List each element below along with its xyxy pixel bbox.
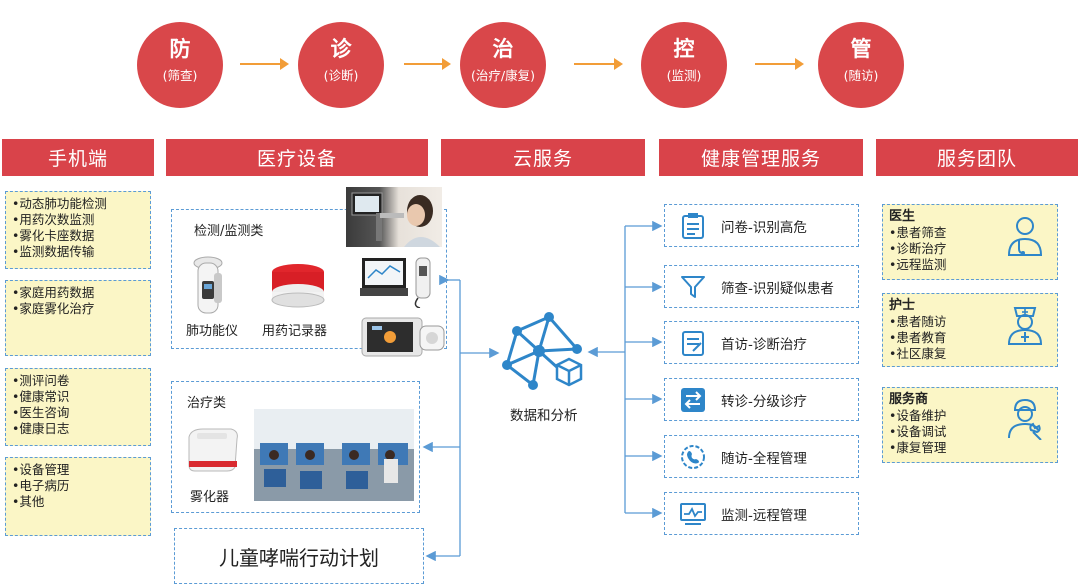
list-item: •测评问卷: [12, 373, 70, 388]
list-item: •监测数据传输: [12, 244, 95, 259]
transfer-icon: [665, 387, 721, 413]
monitor-icon: [665, 502, 721, 526]
list-item: •医生咨询: [12, 405, 70, 420]
service-label: 首访-诊断治疗: [721, 336, 807, 353]
phone-group-management: •设备管理 •电子病历 •其他: [5, 457, 151, 536]
asthma-action-plan-label: 儿童哮喘行动计划: [219, 545, 379, 570]
service-label: 问卷-识别高危: [721, 219, 807, 236]
flow-arrow: [574, 58, 623, 70]
header-team: 服务团队: [876, 139, 1078, 176]
team-title: 护士: [889, 298, 916, 313]
treatment-devices-title: 治疗类: [187, 396, 227, 411]
list-item: •患者筛查: [889, 225, 947, 240]
step-main-label: 治: [492, 37, 514, 61]
list-item: •用药次数监测: [12, 212, 95, 227]
header-phone: 手机端: [2, 139, 154, 176]
list-item: •诊断治疗: [889, 241, 947, 256]
nebulizer-label: 雾化器: [190, 490, 230, 505]
medication-recorder-device: [268, 262, 328, 314]
flow-arrow: [755, 58, 804, 70]
team-title: 服务商: [889, 392, 929, 407]
list-item: •其他: [12, 494, 45, 509]
step-diagnose-circle: 诊 (诊断): [298, 22, 384, 108]
header-device: 医疗设备: [166, 139, 428, 176]
list-item: •设备维护: [889, 408, 947, 423]
team-title: 医生: [889, 209, 916, 224]
step-sub-label: (诊断): [323, 68, 359, 83]
service-screening: 筛查-识别疑似患者: [664, 265, 859, 308]
list-item: •动态肺功能检测: [12, 196, 107, 211]
service-label: 监测-远程管理: [721, 507, 807, 524]
clipboard-icon: [665, 329, 721, 357]
spirometer-device: [190, 255, 230, 321]
doctor-icon: [1005, 213, 1045, 261]
list-item: •家庭雾化治疗: [12, 301, 95, 316]
service-followup: 随访-全程管理: [664, 435, 859, 478]
service-monitoring: 监测-远程管理: [664, 492, 859, 535]
spirometer-label: 肺功能仪: [186, 324, 239, 339]
header-health: 健康管理服务: [659, 139, 863, 176]
list-item: •设备管理: [12, 462, 70, 477]
service-label: 转诊-分级诊疗: [721, 393, 807, 410]
phone-followup-icon: [665, 444, 721, 470]
flow-arrow: [240, 58, 289, 70]
step-sub-label: (治疗/康复): [471, 68, 535, 83]
list-item: •电子病历: [12, 478, 70, 493]
nurse-icon: [1005, 302, 1045, 350]
team-doctor: 医生 •患者筛查 •诊断治疗 •远程监测: [882, 204, 1058, 280]
step-treat-circle: 治 (治疗/康复): [460, 22, 546, 108]
list-item: •康复管理: [889, 440, 947, 455]
service-referral: 转诊-分级诊疗: [664, 378, 859, 421]
monitoring-devices-title: 检测/监测类: [194, 224, 264, 239]
team-service-provider: 服务商 •设备维护 •设备调试 •康复管理: [882, 387, 1058, 463]
list-item: •社区康复: [889, 346, 947, 361]
header-cloud: 云服务: [441, 139, 645, 176]
phone-group-monitoring: •动态肺功能检测 •用药次数监测 •雾化卡座数据 •监测数据传输: [5, 191, 151, 269]
list-item: •患者随访: [889, 314, 947, 329]
phone-group-home: •家庭用药数据 •家庭雾化治疗: [5, 280, 151, 356]
service-questionnaire: 问卷-识别高危: [664, 204, 859, 247]
patient-testing-photo: [346, 187, 442, 247]
step-monitor-circle: 控 (监测): [641, 22, 727, 108]
step-prevent-circle: 防 (筛查): [137, 22, 223, 108]
step-sub-label: (筛查): [162, 68, 198, 83]
list-item: •远程监测: [889, 257, 947, 272]
step-main-label: 诊: [330, 37, 352, 61]
service-label: 筛查-识别疑似患者: [721, 280, 834, 297]
portable-monitor-device: [360, 312, 446, 364]
phone-group-education: •测评问卷 •健康常识 •医生咨询 •健康日志: [5, 368, 151, 446]
recorder-label: 用药记录器: [262, 324, 328, 339]
list-item: •患者教育: [889, 330, 947, 345]
team-nurse: 护士 •患者随访 •患者教育 •社区康复: [882, 293, 1058, 367]
step-manage-circle: 管 (随访): [818, 22, 904, 108]
step-sub-label: (监测): [666, 68, 702, 83]
flow-arrow: [404, 58, 451, 70]
list-item: •健康常识: [12, 389, 70, 404]
nebulization-room-photo: [254, 409, 414, 501]
list-item: •家庭用药数据: [12, 285, 95, 300]
list-item: •健康日志: [12, 421, 70, 436]
list-item: •设备调试: [889, 424, 947, 439]
step-sub-label: (随访): [843, 68, 879, 83]
step-main-label: 控: [673, 37, 695, 61]
service-engineer-icon: [1005, 396, 1045, 444]
network-data-icon: [497, 305, 589, 401]
step-main-label: 管: [850, 37, 872, 61]
nebulizer-device: [183, 425, 241, 479]
service-label: 随访-全程管理: [721, 450, 807, 467]
list-item: •雾化卡座数据: [12, 228, 95, 243]
service-first-visit: 首访-诊断治疗: [664, 321, 859, 364]
laptop-and-meter-device: [360, 256, 440, 312]
step-main-label: 防: [169, 37, 191, 61]
filter-icon: [665, 274, 721, 300]
asthma-action-plan-box: 儿童哮喘行动计划: [174, 528, 424, 584]
cloud-data-label: 数据和分析: [510, 408, 578, 424]
questionnaire-icon: [665, 212, 721, 240]
